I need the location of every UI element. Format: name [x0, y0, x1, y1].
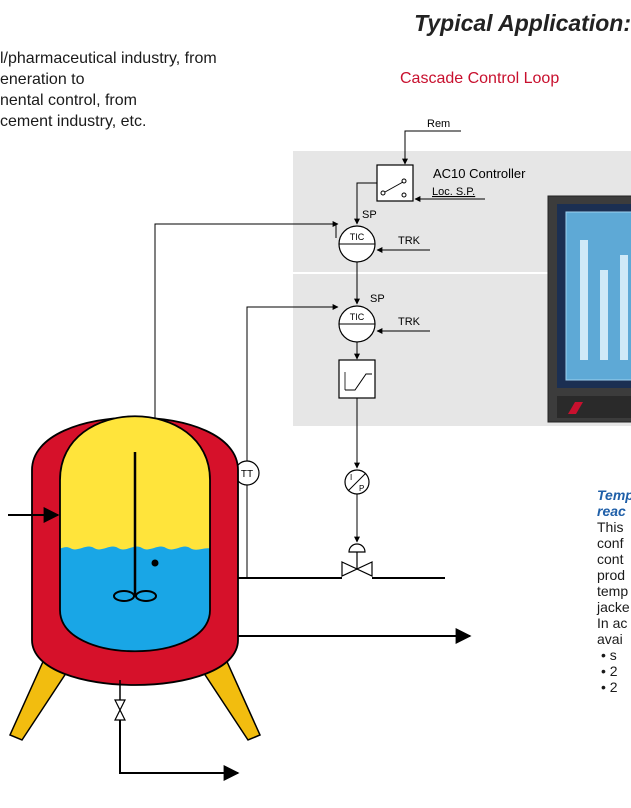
- description-line: conf: [597, 535, 624, 551]
- ip-converter: I P: [344, 469, 370, 495]
- application-description: Temp reac This conf cont prod temp jacke…: [597, 487, 631, 695]
- diagram-subtitle: Cascade Control Loop: [400, 70, 560, 87]
- intro-line: cement industry, etc.: [0, 113, 147, 130]
- tic-lower: TIC: [338, 305, 376, 343]
- svg-text:TIC: TIC: [350, 232, 365, 242]
- intro-line: l/pharmaceutical industry, from: [0, 50, 217, 67]
- description-line: avai: [597, 631, 623, 647]
- reactor-vessel: [8, 415, 262, 741]
- tic-upper: TIC: [338, 225, 376, 263]
- description-line: jacke: [597, 599, 630, 615]
- description-line: This: [597, 519, 624, 535]
- controller-device: [547, 195, 631, 423]
- trk-label-upper: TRK: [398, 235, 421, 247]
- intro-text: l/pharmaceutical industry, from eneratio…: [0, 48, 217, 132]
- description-line: temp: [597, 583, 629, 599]
- page-heading: Typical Application:: [414, 10, 631, 36]
- sp-line-upper: [354, 182, 377, 225]
- description-title-line: Temp: [597, 487, 631, 503]
- rem-label: Rem: [427, 118, 450, 130]
- description-title-line: reac: [597, 503, 626, 519]
- svg-text:P: P: [359, 484, 364, 493]
- control-valve: [341, 543, 373, 577]
- ramp-block: [338, 359, 376, 399]
- rem-line: [402, 130, 461, 165]
- intro-line: nental control, from: [0, 92, 137, 109]
- sp-switch: [376, 164, 414, 202]
- description-bullet: • 2: [601, 679, 618, 695]
- intro-line: eneration to: [0, 71, 85, 88]
- tt-right-signal: [246, 304, 339, 461]
- description-bullet: • 2: [601, 663, 618, 679]
- trk-label-lower: TRK: [398, 316, 421, 328]
- description-line: cont: [597, 551, 624, 567]
- loc-sp-label: Loc. S.P.: [432, 186, 475, 198]
- svg-text:TIC: TIC: [350, 312, 365, 322]
- controller-label: AC10 Controller: [433, 166, 526, 181]
- svg-text:TT: TT: [241, 469, 253, 480]
- description-line: In ac: [597, 615, 628, 631]
- sp-label-lower: SP: [370, 293, 385, 305]
- sp-label-upper: SP: [362, 209, 377, 221]
- svg-text:I: I: [350, 473, 352, 482]
- description-bullet: • s: [601, 647, 617, 663]
- description-line: prod: [597, 567, 626, 583]
